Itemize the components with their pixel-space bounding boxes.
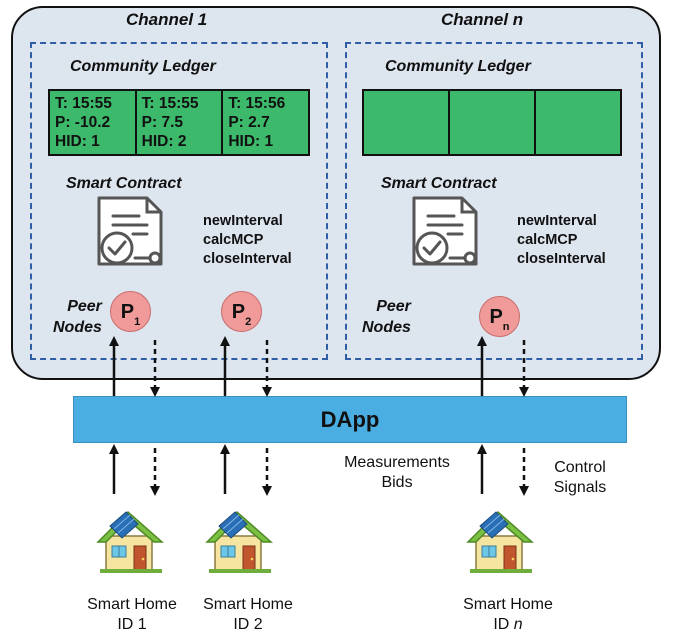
function-calc-mcp: calcMCP bbox=[517, 232, 578, 248]
channel-n-ledger bbox=[362, 89, 622, 156]
ledger-entry-3: T: 15:56 P: 2.7 HID: 1 bbox=[223, 91, 308, 154]
function-new-interval: newInterval bbox=[517, 213, 597, 229]
channel-n-peer-nodes-label: Peer Nodes bbox=[362, 298, 411, 336]
peer-node-2[interactable]: P2 bbox=[221, 291, 262, 332]
ledger-entry-power: P: 7.5 bbox=[141, 114, 184, 131]
ledger-entry-power: P: 2.7 bbox=[228, 114, 270, 131]
channel-1-contract-title: Smart Contract bbox=[66, 175, 182, 192]
ledger-entry-power: P: -10.2 bbox=[55, 114, 111, 131]
function-close-interval: closeInterval bbox=[203, 251, 292, 267]
function-close-interval: closeInterval bbox=[517, 251, 606, 267]
ledger-entry-hid: HID: 1 bbox=[55, 133, 100, 150]
channel-n-ledger-title: Community Ledger bbox=[385, 58, 531, 75]
ledger-entry-hid: HID: 1 bbox=[228, 133, 274, 150]
smart-home-2-label: Smart Home ID 2 bbox=[203, 596, 293, 633]
smart-home-n-label: Smart Home ID n bbox=[463, 596, 553, 633]
channel-1-peer-nodes-label: Peer Nodes bbox=[53, 298, 102, 336]
ledger-entry-1: T: 15:55 P: -10.2 HID: 1 bbox=[50, 91, 137, 154]
ledger-entry-hid: HID: 2 bbox=[141, 133, 187, 150]
contract-document-check-icon bbox=[97, 196, 163, 266]
channel-1-ledger-title: Community Ledger bbox=[70, 58, 216, 75]
ledger-entry-empty bbox=[364, 91, 450, 154]
channel-n-function-list: newInterval calcMCP closeInterval bbox=[517, 212, 606, 269]
contract-document-check-icon bbox=[412, 196, 478, 266]
control-signals-label: Control Signals bbox=[553, 459, 607, 496]
smart-home-n-icon bbox=[467, 511, 533, 574]
channel-n-contract-title: Smart Contract bbox=[381, 175, 497, 192]
ledger-entry-time: T: 15:55 bbox=[141, 95, 199, 112]
measurements-bids-label: Measurements Bids bbox=[344, 454, 450, 491]
channel-n-box bbox=[345, 42, 643, 360]
peer-node-1[interactable]: P1 bbox=[110, 291, 151, 332]
channel-n-title: Channel n bbox=[441, 10, 524, 29]
channel-1-box bbox=[30, 42, 328, 360]
function-calc-mcp: calcMCP bbox=[203, 232, 264, 248]
peer-node-n[interactable]: Pn bbox=[479, 296, 520, 337]
function-new-interval: newInterval bbox=[203, 213, 283, 229]
smart-home-1-icon bbox=[97, 511, 163, 574]
ledger-entry-time: T: 15:55 bbox=[55, 95, 112, 112]
channel-1-title: Channel 1 bbox=[126, 10, 208, 29]
ledger-entry-2: T: 15:55 P: 7.5 HID: 2 bbox=[137, 91, 224, 154]
channel-1-ledger: T: 15:55 P: -10.2 HID: 1 T: 15:55 P: 7.5… bbox=[48, 89, 310, 156]
dapp-bar[interactable]: DApp bbox=[73, 396, 627, 443]
ledger-entry-time: T: 15:56 bbox=[228, 95, 286, 112]
ledger-entry-empty bbox=[450, 91, 536, 154]
channel-1-function-list: newInterval calcMCP closeInterval bbox=[203, 212, 292, 269]
smart-home-1-label: Smart Home ID 1 bbox=[87, 596, 177, 633]
smart-home-2-icon bbox=[206, 511, 272, 574]
